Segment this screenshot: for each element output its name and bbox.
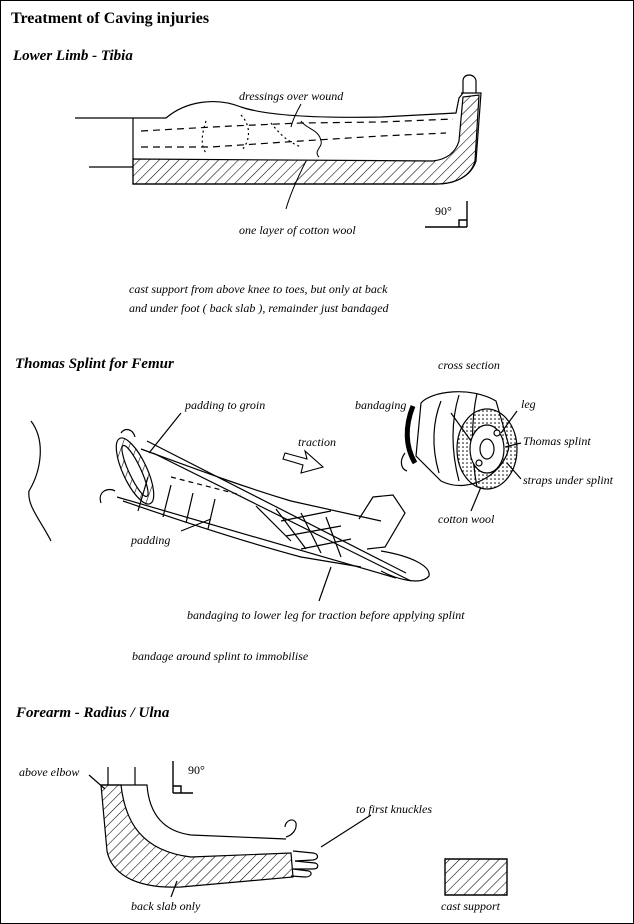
label-cs-straps: straps under splint bbox=[523, 473, 614, 487]
tibia-angle-marker bbox=[425, 201, 467, 227]
legend-swatch bbox=[445, 859, 507, 895]
tibia-back-slab bbox=[133, 95, 479, 184]
femur-heading: Thomas Splint for Femur bbox=[15, 356, 174, 372]
legend-cast-support-label: cast support bbox=[441, 899, 501, 913]
label-padding-to-groin: padding to groin bbox=[185, 398, 266, 412]
label-cotton-wool: one layer of cotton wool bbox=[239, 223, 356, 237]
page-title: Treatment of Caving injuries bbox=[11, 10, 210, 27]
label-dressings: dressings over wound bbox=[239, 89, 344, 103]
label-tibia-angle: 90° bbox=[435, 204, 452, 218]
label-cs-thomas-splint: Thomas splint bbox=[523, 434, 591, 448]
label-forearm-angle: 90° bbox=[188, 763, 205, 777]
label-above-elbow: above elbow bbox=[19, 765, 80, 779]
label-back-slab: back slab only bbox=[131, 899, 201, 913]
forearm-angle-marker bbox=[173, 761, 193, 793]
label-first-knuckles: to first knuckles bbox=[356, 802, 432, 816]
label-cs-bandaging: bandaging bbox=[355, 398, 407, 412]
label-bandaging-lower-leg: bandaging to lower leg for traction befo… bbox=[187, 608, 465, 622]
label-traction: traction bbox=[298, 435, 336, 449]
traction-arrow bbox=[283, 451, 323, 473]
tibia-heading: Lower Limb - Tibia bbox=[13, 48, 133, 64]
forearm-heading: Forearm - Radius / Ulna bbox=[16, 705, 170, 721]
tibia-caption-line-2: and under foot ( back slab ), remainder … bbox=[129, 301, 389, 315]
cross-section-title: cross section bbox=[438, 358, 500, 372]
cross-section-drawing bbox=[401, 392, 521, 511]
label-cs-leg: leg bbox=[521, 397, 536, 411]
body-contour bbox=[29, 421, 51, 541]
tibia-caption-line-1: cast support from above knee to toes, bu… bbox=[129, 282, 388, 296]
label-padding: padding bbox=[131, 533, 171, 547]
label-bandage-around-splint: bandage around splint to immobilise bbox=[132, 649, 309, 663]
forearm-back-slab bbox=[101, 785, 293, 887]
label-cs-cotton-wool: cotton wool bbox=[438, 512, 495, 526]
thomas-splint-leg bbox=[100, 413, 429, 601]
